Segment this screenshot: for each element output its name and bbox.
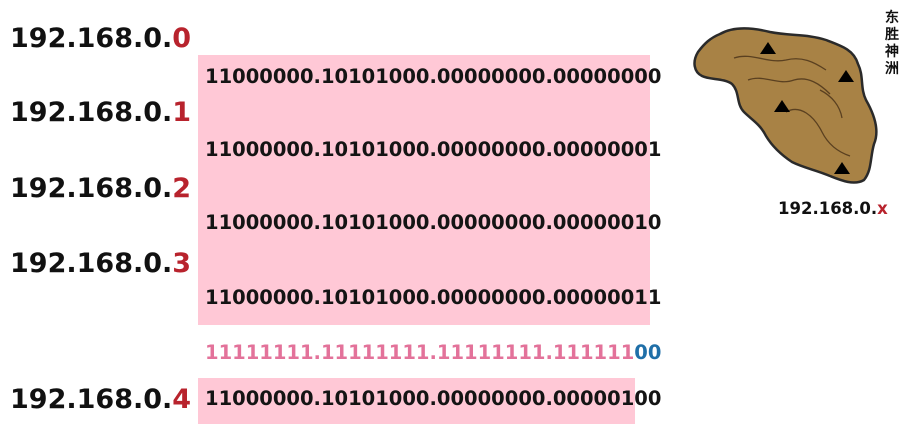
mountain-icon: [838, 70, 854, 82]
binary-address-1: 11000000.10101000.00000000.00000001: [205, 138, 662, 161]
ip-last-octet: 2: [172, 173, 192, 204]
terrain-line: [785, 108, 851, 157]
terrain-line: [733, 55, 827, 71]
mask-network-bits: 11111111.11111111.11111111.111111: [205, 341, 635, 364]
terrain-line: [747, 77, 831, 95]
continent-map: [693, 27, 878, 184]
out-of-range-highlight: [198, 378, 635, 424]
binary-address-2: 11000000.10101000.00000000.00000010: [205, 211, 662, 234]
mountain-icon: [774, 100, 790, 112]
ip-address-1: 192.168.0.1: [10, 97, 192, 128]
map-illustration: [690, 20, 880, 192]
binary-address-0: 11000000.10101000.00000000.00000000: [205, 65, 662, 88]
ip-address-4: 192.168.0.4: [10, 384, 192, 415]
network-range-highlight: [198, 55, 650, 325]
mask-host-bits: 00: [634, 341, 662, 364]
terrain-line: [819, 89, 843, 119]
mountain-icon: [834, 162, 850, 174]
ip-address-0: 192.168.0.0: [10, 23, 192, 54]
ip-last-octet: 1: [172, 97, 192, 128]
ip-last-octet: 0: [172, 23, 192, 54]
binary-address-3: 11000000.10101000.00000000.00000011: [205, 286, 662, 309]
map-network-label: 192.168.0.x: [778, 199, 888, 218]
ip-last-octet: 4: [172, 384, 192, 415]
map-region-title: 东 胜 神 洲: [885, 10, 899, 77]
ip-address-3: 192.168.0.3: [10, 248, 192, 279]
mountain-icon: [760, 42, 776, 54]
ip-last-octet: 3: [172, 248, 192, 279]
binary-address-4: 11000000.10101000.00000000.00000100: [205, 387, 662, 410]
ip-address-2: 192.168.0.2: [10, 173, 192, 204]
subnet-mask-binary: 11111111.11111111.11111111.11111100: [205, 341, 661, 365]
